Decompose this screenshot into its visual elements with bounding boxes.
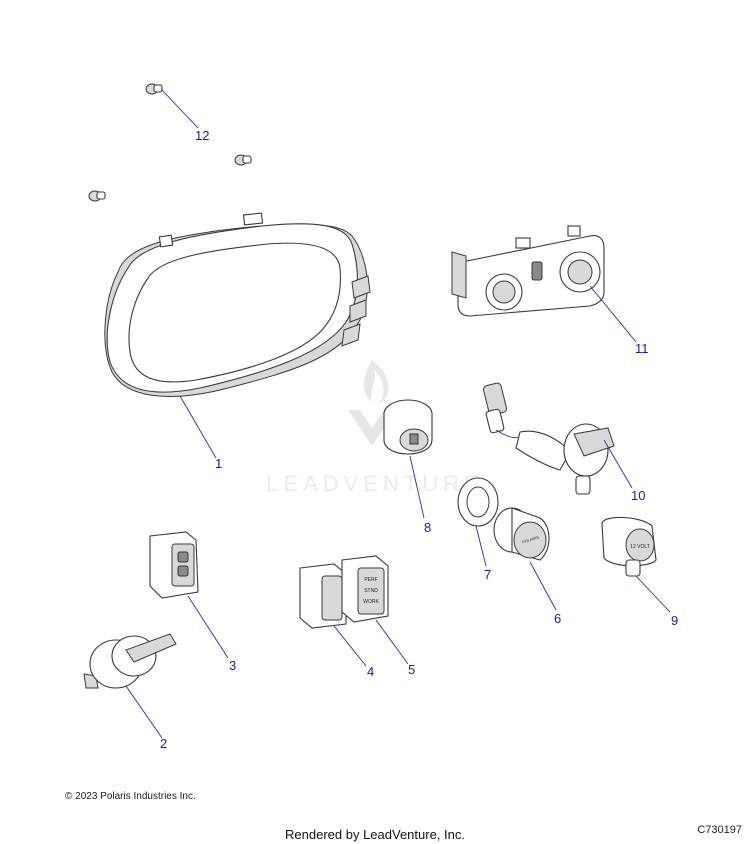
screw-2	[234, 154, 252, 166]
callout-12: 12	[195, 128, 209, 143]
copyright-text: © 2023 Polaris Industries Inc.	[65, 791, 196, 802]
outlet-brand-label: POLARIS	[522, 534, 540, 544]
part-2-ignition-switch	[83, 633, 177, 739]
part-10-outlet-with-harness	[482, 382, 633, 495]
callout-5: 5	[408, 662, 415, 677]
callout-1: 1	[215, 456, 222, 471]
outlet-12v-label: 12 VOLT	[630, 544, 650, 550]
switch-label-stnd: STND	[364, 588, 378, 594]
callout-3: 3	[229, 658, 236, 673]
part-8-socket	[383, 399, 433, 519]
screw-1	[145, 83, 163, 95]
diagram-code: C730197	[697, 824, 742, 836]
rendered-by-text: Rendered by LeadVenture, Inc.	[285, 827, 465, 842]
part-1-instrument-cluster	[104, 212, 371, 459]
part-12-screws	[88, 83, 252, 202]
part-6-outlet: POLARIS	[493, 507, 557, 611]
screw-3	[88, 190, 106, 202]
part-7-nut	[457, 477, 499, 567]
part-5-rocker-switch: PERF STND WORK	[341, 555, 409, 665]
callout-2: 2	[160, 736, 167, 751]
callout-4: 4	[367, 664, 374, 679]
switch-label-perf: PERF	[364, 577, 377, 583]
part-9-12v-outlet: 12 VOLT	[601, 516, 671, 613]
part-3-rocker-switch	[149, 531, 229, 659]
callout-6: 6	[554, 611, 561, 626]
switch-label-work: WORK	[363, 599, 379, 605]
callout-10: 10	[631, 488, 645, 503]
callout-11: 11	[635, 341, 649, 356]
callout-8: 8	[424, 520, 431, 535]
callout-7: 7	[484, 567, 491, 582]
watermark-text: LEADVENTURE	[266, 471, 484, 496]
watermark-logo: LEADVENTURE	[266, 360, 484, 496]
callout-9: 9	[671, 613, 678, 628]
part-4-rocker-switch	[299, 563, 367, 667]
part-11-control-panel	[451, 225, 637, 343]
